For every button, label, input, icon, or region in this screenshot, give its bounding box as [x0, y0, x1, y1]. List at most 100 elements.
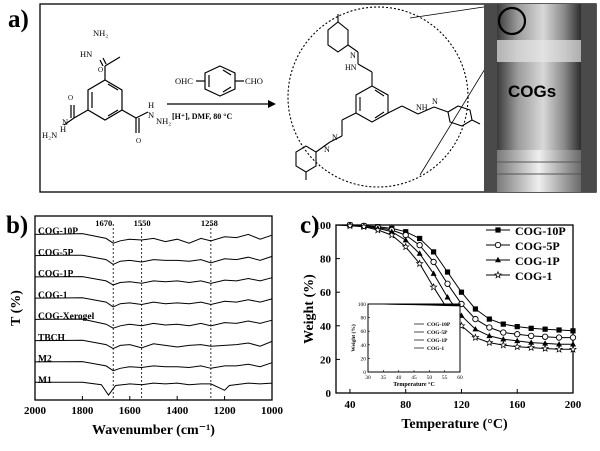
ir-series-line — [34, 254, 273, 265]
ir-x-tick-label: 1600 — [119, 405, 142, 417]
tga-marker-square — [417, 235, 423, 242]
ir-x-tick-label: 1400 — [166, 405, 189, 417]
inset-y-tick-label: 0 — [363, 370, 366, 376]
tga-marker-circle — [494, 241, 502, 249]
tga-marker-star — [499, 340, 508, 349]
ir-annotation: 1670 — [95, 218, 112, 228]
tga-marker-star — [401, 242, 410, 251]
tga-marker-square — [430, 249, 437, 255]
monomer-o-right: O — [136, 137, 141, 145]
tga-marker-star — [359, 222, 368, 231]
tga-marker-triangle — [444, 294, 451, 300]
monomer-n-right: N — [148, 110, 154, 120]
tga-y-tick-label: 100 — [315, 220, 332, 232]
ir-series-line — [34, 297, 273, 308]
ir-axes-frame — [34, 215, 273, 401]
tga-marker-star — [471, 333, 480, 341]
ir-annotation: 1258 — [201, 218, 218, 228]
monomer-o-top: O — [98, 66, 103, 74]
monomer-n-left: N — [62, 117, 68, 127]
ir-series-label: COG-10P — [38, 227, 78, 237]
ir-x-axis-label: Wavenumber (cm⁻¹) — [92, 423, 215, 438]
tga-marker-star — [554, 345, 564, 353]
inset-y-tick-label: 100 — [358, 302, 367, 308]
tga-y-tick-label: 80 — [320, 254, 332, 266]
inset-x-axis-label: Temperature °C — [393, 381, 435, 388]
inset-x-tick-label: 40 — [396, 375, 402, 381]
tga-marker-square — [500, 321, 506, 327]
tga-marker-square — [528, 325, 534, 331]
ir-x-tick-label: 1000 — [261, 405, 284, 417]
inset-x-tick-label: 45 — [411, 375, 417, 381]
tga-y-tick-label: 0 — [326, 388, 332, 400]
tga-marker-star — [345, 221, 355, 230]
inset-x-tick-label: 60 — [457, 375, 463, 381]
tga-marker-triangle — [495, 256, 501, 263]
tga-marker-star — [541, 344, 550, 352]
reagent-cho: CHO — [245, 76, 263, 86]
tga-marker-circle — [444, 280, 451, 287]
tga-marker-triangle — [486, 332, 493, 339]
ir-series-line — [34, 318, 273, 329]
photo-highlight-circle — [497, 6, 527, 36]
monomer-labels: NH₂ HN O H N NH₂ O H₂N N O H — [42, 28, 171, 145]
panel-a-label: a) — [8, 6, 29, 33]
panel-c-label: c) — [300, 212, 320, 239]
ir-series-line — [35, 381, 273, 396]
product-n2-bottom: N — [324, 145, 330, 154]
tga-marker-circle — [416, 242, 423, 249]
inset-legend-label: COG-1 — [427, 346, 444, 352]
monomer-nh2-top: NH₂ — [93, 28, 108, 38]
ir-x-tick-label: 1200 — [214, 405, 237, 417]
inset-legend-label: COG-5P — [427, 330, 448, 336]
tga-marker-star — [527, 343, 536, 352]
tga-marker-square — [458, 289, 465, 295]
monomer-nh2-right: NH₂ — [156, 116, 171, 126]
ir-y-axis-label: T (%) — [9, 290, 24, 326]
tga-marker-triangle — [472, 325, 479, 332]
tga-x-tick-label: 80 — [400, 399, 412, 411]
ir-x-tick-label: 2000 — [24, 405, 47, 417]
tga-marker-circle — [486, 324, 493, 331]
tga-marker-triangle — [416, 250, 423, 256]
tga-marker-triangle — [402, 236, 409, 243]
vial-photo — [484, 4, 596, 192]
tga-y-tick-label: 40 — [320, 321, 332, 333]
tga-axes-frame — [335, 224, 574, 394]
inset-y-tick-label: 60 — [361, 329, 367, 335]
tga-legend-label: COG-1 — [515, 269, 552, 283]
tga-marker-star — [568, 344, 578, 353]
ir-series-label: COG-1P — [38, 270, 74, 280]
tga-marker-triangle — [528, 339, 535, 345]
inset-y-tick-label: 80 — [361, 316, 367, 322]
tga-x-tick-label: 120 — [453, 399, 470, 411]
reagent-ohc: OHC — [175, 76, 193, 86]
panel-b-label: b) — [6, 212, 29, 239]
vial-label: COGs — [508, 82, 556, 101]
tga-marker-square — [444, 269, 451, 275]
inset-y-tick-label: 20 — [361, 356, 367, 362]
ir-series-label: TBCH — [38, 333, 66, 343]
product-structure — [295, 14, 481, 180]
tga-x-tick-label: 160 — [509, 399, 526, 411]
ir-series-line — [34, 276, 273, 286]
inset-x-tick-label: 35 — [381, 375, 387, 381]
tga-x-tick-label: 200 — [565, 399, 582, 411]
ir-series-line — [34, 339, 273, 350]
monomer-h-left: H — [60, 124, 66, 134]
tga-marker-square — [570, 328, 576, 334]
tga-y-tick-label: 60 — [320, 287, 332, 299]
monomer-structure — [63, 56, 149, 133]
tga-marker-star — [429, 282, 438, 291]
ir-series-label: COG-5P — [38, 248, 74, 258]
monomer-hn-top: HN — [80, 49, 92, 59]
product-nh-right: NH — [416, 103, 428, 112]
tga-marker-square — [495, 227, 501, 233]
product-labels: HN N NH N N N — [324, 51, 438, 154]
ir-x-tick-label: 1800 — [71, 405, 94, 417]
tga-marker-star — [485, 338, 494, 347]
tga-marker-triangle — [542, 340, 549, 346]
inset-x-tick-label: 55 — [442, 375, 448, 381]
